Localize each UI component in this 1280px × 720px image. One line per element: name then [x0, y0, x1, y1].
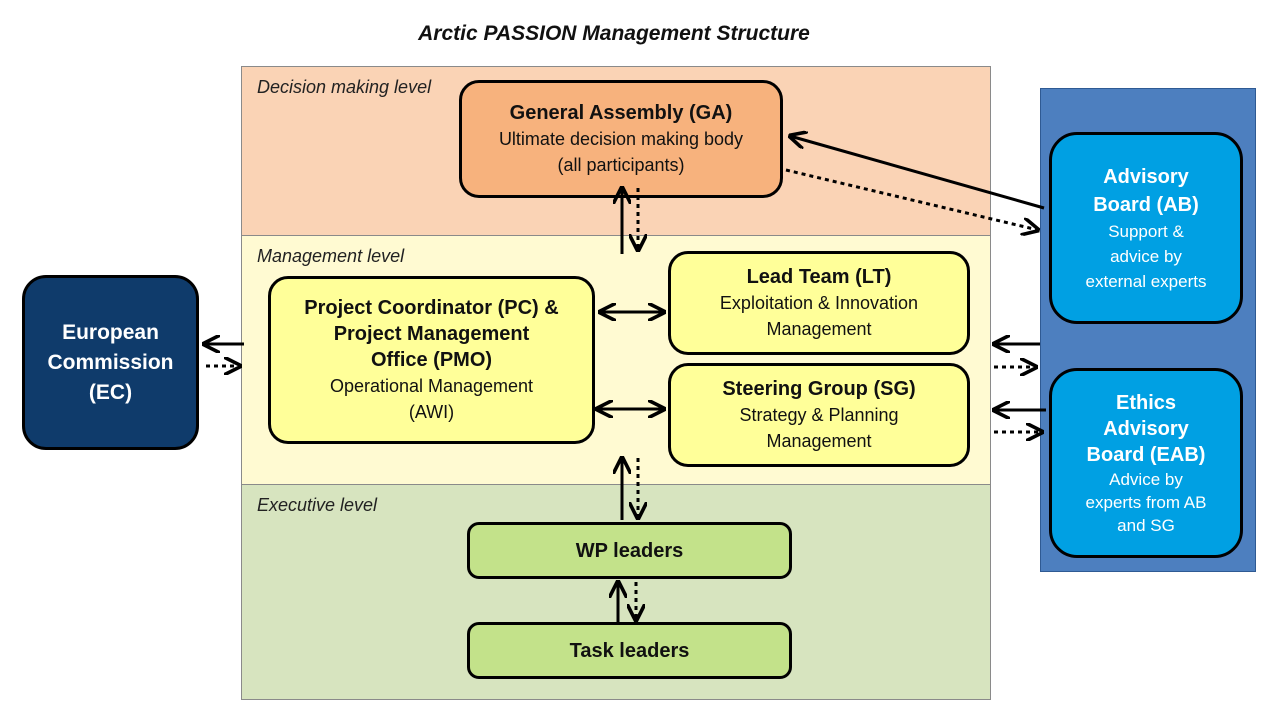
lead-team-desc-1: Exploitation & Innovation [719, 293, 919, 313]
advisory-board-desc-3: external experts [1085, 271, 1207, 291]
steering-group-desc-1: Strategy & Planning [739, 405, 899, 425]
lead-team-box: Lead Team (LT) Exploitation & Innovation… [668, 251, 970, 355]
task-leaders-title: Task leaders [569, 639, 690, 662]
project-coordinator-desc-2: (AWI) [408, 402, 455, 422]
decision-level-label: Decision making level [257, 77, 432, 97]
project-coordinator-desc-1: Operational Management [329, 376, 534, 396]
advisory-board-title-1: Advisory [1103, 165, 1189, 188]
task-leaders-box: Task leaders [467, 622, 792, 679]
project-coordinator-title-3: Office (PMO) [370, 349, 493, 371]
european-commission-title-1: European [62, 320, 159, 344]
steering-group-box: Steering Group (SG) Strategy & Planning … [668, 363, 970, 467]
ethics-board-desc-2: experts from AB [1085, 492, 1207, 512]
european-commission-title-2: Commission [47, 350, 174, 374]
project-coordinator-title-1: Project Coordinator (PC) & [304, 297, 559, 319]
advisory-board-title-2: Board (AB) [1093, 193, 1199, 216]
european-commission-box: European Commission (EC) [22, 275, 199, 450]
ethics-board-title-3: Board (EAB) [1086, 443, 1206, 466]
ethics-board-desc-1: Advice by [1109, 469, 1183, 489]
general-assembly-title: General Assembly (GA) [509, 102, 733, 124]
european-commission-title-3: (EC) [88, 380, 133, 404]
general-assembly-box: General Assembly (GA) Ultimate decision … [459, 80, 783, 198]
lead-team-desc-2: Management [766, 319, 872, 339]
ethics-advisory-board-box: Ethics Advisory Board (EAB) Advice by ex… [1049, 368, 1243, 558]
advisory-board-box: Advisory Board (AB) Support & advice by … [1049, 132, 1243, 324]
ethics-board-title-2: Advisory [1103, 417, 1189, 440]
wp-leaders-box: WP leaders [467, 522, 792, 579]
arrow-ab-to-ga [790, 136, 1045, 210]
steering-group-title: Steering Group (SG) [722, 378, 916, 400]
diagram-title: Arctic PASSION Management Structure [418, 22, 810, 45]
wp-leaders-title: WP leaders [575, 539, 684, 562]
ethics-board-title-1: Ethics [1115, 391, 1177, 414]
advisory-board-desc-2: advice by [1110, 246, 1182, 266]
management-level-label: Management level [257, 246, 405, 266]
arrow-ga-to-ab [785, 168, 1038, 230]
project-coordinator-title-2: Project Management [333, 323, 530, 345]
general-assembly-desc-2: (all participants) [557, 155, 685, 175]
ethics-board-desc-3: and SG [1117, 515, 1175, 535]
advisory-board-desc-1: Support & [1108, 221, 1184, 241]
steering-group-desc-2: Management [766, 431, 872, 451]
project-coordinator-box: Project Coordinator (PC) & Project Manag… [268, 276, 595, 444]
lead-team-title: Lead Team (LT) [746, 266, 892, 288]
general-assembly-desc-1: Ultimate decision making body [498, 129, 744, 149]
executive-level-label: Executive level [257, 495, 378, 515]
